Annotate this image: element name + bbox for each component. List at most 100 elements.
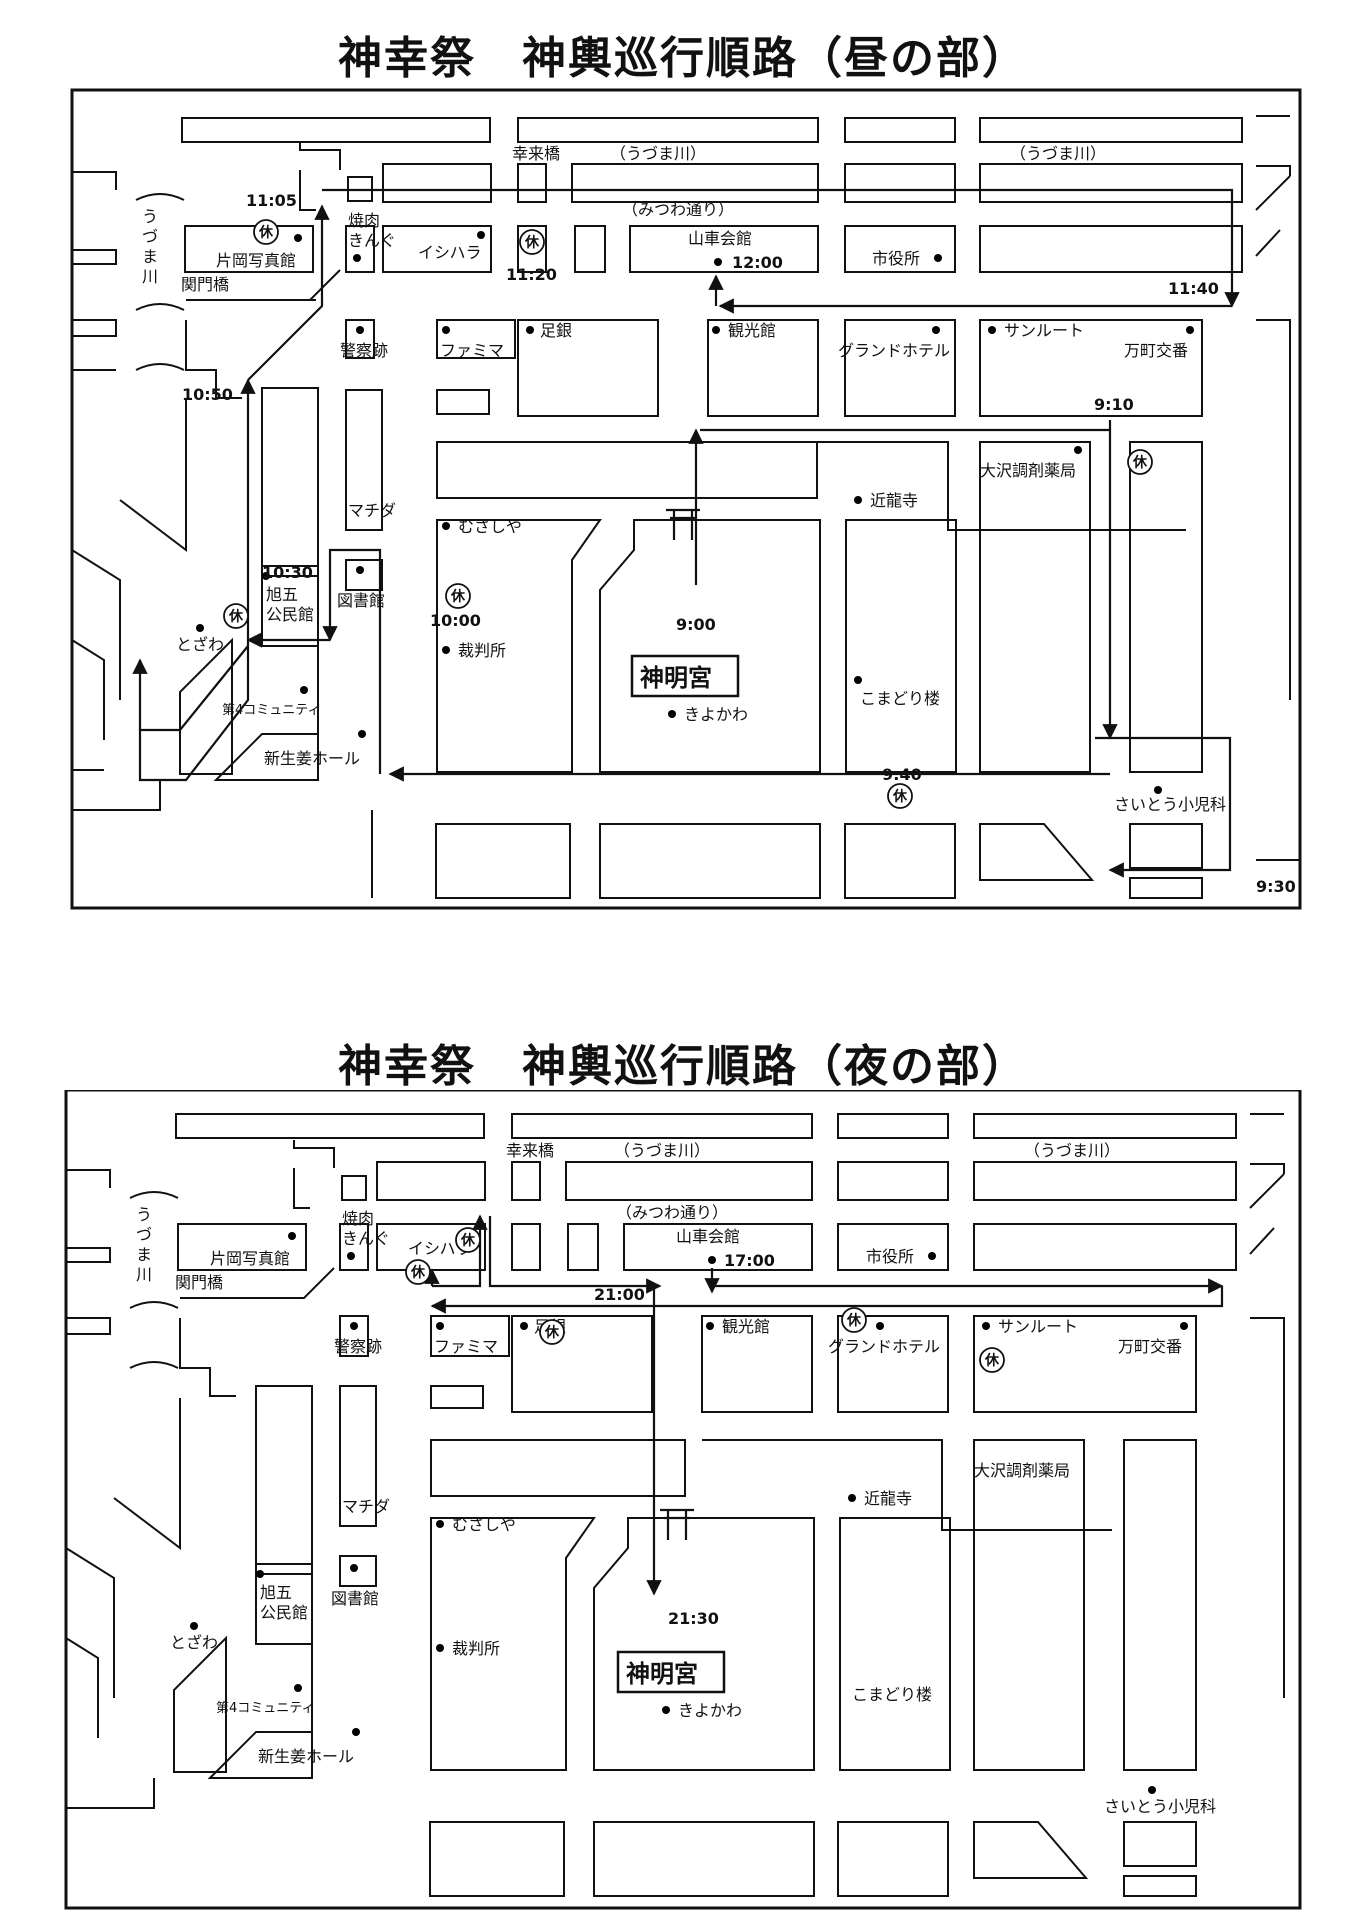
uzuma-vertical-3: ま — [136, 1245, 152, 1264]
uzuma-vertical-4: 川 — [136, 1265, 152, 1284]
uzuma-river-label-1: （うづま川） — [614, 1141, 710, 1160]
landmark-yakiniku-1: 焼肉 — [342, 1209, 374, 1228]
rest-mark-icon: 休 — [258, 224, 274, 241]
landmark-osawa: 大沢調剤薬局 — [974, 1461, 1070, 1480]
rest-mark-icon: 休 — [846, 1312, 862, 1329]
landmarks: 片岡写真館 焼肉 きんぐ イシハラ 山車会館 市役所 警察跡 ファミマ 足銀 観… — [176, 211, 1226, 814]
landmark-yakiniku-2: きんぐ — [348, 231, 396, 250]
time-0930: 9:30 — [1256, 877, 1296, 896]
map-frame — [70, 88, 1302, 910]
landmark-manmachi: 万町交番 — [1118, 1337, 1182, 1356]
rest-marks: 休 休 休 休 休 休 — [223, 219, 1153, 809]
time-1050: 10:50 — [182, 385, 233, 404]
landmark-keisatsu: 警察跡 — [334, 1337, 382, 1356]
landmark-shiyakusho: 市役所 — [872, 249, 920, 268]
landmark-famima: ファミマ — [434, 1337, 498, 1356]
landmark-kankokan: 観光館 — [722, 1317, 770, 1336]
landmark-komadori: こまどり楼 — [860, 689, 940, 708]
landmark-kiyokawa: きよかわ — [684, 705, 748, 724]
landmark-ashigin: 足銀 — [540, 321, 572, 340]
kanmon-bridge-label: 関門橋 — [181, 275, 229, 294]
landmark-grand-hotel: グランドホテル — [838, 341, 950, 360]
rest-mark-icon: 休 — [450, 588, 466, 605]
time-1030: 10:30 — [262, 563, 313, 582]
time-1000: 10:00 — [430, 611, 481, 630]
time-1120: 11:20 — [506, 265, 557, 284]
landmark-shinmeigu: 神明宮 — [626, 1660, 698, 1688]
landmark-kyokasa-1: 旭五 — [266, 585, 298, 604]
landmark-kataoka: 片岡写真館 — [210, 1249, 290, 1268]
landmark-ishihara: イシハラ — [418, 243, 482, 262]
street-labels: 幸来橋 （うづま川） （うづま川） （みつわ通り） 関門橋 う づ ま 川 — [142, 144, 1106, 294]
landmark-toshokan: 図書館 — [331, 1589, 379, 1608]
landmark-machida: マチダ — [342, 1497, 390, 1516]
torii-icon — [666, 508, 700, 540]
rest-mark-icon: 休 — [228, 608, 244, 625]
mitsuwa-street-label: （みつわ通り） — [616, 1203, 728, 1222]
uzuma-river-label-1: （うづま川） — [610, 144, 706, 163]
landmark-famima: ファミマ — [440, 341, 504, 360]
landmark-saibansho: 裁判所 — [458, 641, 506, 660]
night-route — [424, 1214, 1224, 1596]
time-1105: 11:05 — [246, 191, 297, 210]
landmark-kinryuji: 近龍寺 — [870, 491, 918, 510]
map-frame — [64, 1090, 1302, 1910]
landmark-kyokasa-2: 公民館 — [266, 605, 314, 624]
landmark-keisatsu: 警察跡 — [340, 341, 388, 360]
time-labels: 17:00 21:00 21:30 — [594, 1251, 775, 1628]
landmark-tozawa: とざわ — [170, 1633, 218, 1652]
time-0940: 9:40 — [882, 765, 922, 784]
city-blocks — [179, 117, 1243, 899]
time-2130: 21:30 — [668, 1609, 719, 1628]
landmark-saibansho: 裁判所 — [452, 1639, 500, 1658]
uzuma-vertical-1: う — [136, 1205, 152, 1224]
kourai-bridge-label: 幸来橋 — [512, 144, 560, 163]
uzuma-vertical-1: う — [142, 207, 158, 226]
time-0900: 9:00 — [676, 615, 716, 634]
night-route-map: 幸来橋 （うづま川） （うづま川） （みつわ通り） 関門橋 う づ ま 川 片岡… — [64, 1090, 1302, 1910]
landmark-machida: マチダ — [348, 501, 396, 520]
uzuma-vertical-2: づ — [142, 227, 158, 246]
landmark-shinseiga: 新生姜ホール — [264, 749, 360, 768]
rest-mark-icon: 休 — [984, 1352, 1000, 1369]
left-roads — [65, 1113, 1285, 1809]
landmark-grand-hotel: グランドホテル — [828, 1337, 940, 1356]
landmark-musashiya: むさしや — [458, 517, 522, 536]
time-1200: 12:00 — [732, 253, 783, 272]
landmark-yakiniku-2: きんぐ — [342, 1229, 390, 1248]
time-1140: 11:40 — [1168, 279, 1219, 298]
landmark-komadori: こまどり楼 — [852, 1685, 932, 1704]
landmark-shiyakusho: 市役所 — [866, 1247, 914, 1266]
time-0910: 9:10 — [1094, 395, 1134, 414]
torii-icon — [660, 1508, 694, 1540]
landmark-shinmeigu: 神明宮 — [640, 664, 712, 692]
landmark-osawa: 大沢調剤薬局 — [980, 461, 1076, 480]
landmark-kataoka: 片岡写真館 — [216, 251, 296, 270]
landmark-kyokasa-1: 旭五 — [260, 1583, 292, 1602]
city-blocks — [173, 1113, 1237, 1897]
landmark-kiyokawa: きよかわ — [678, 1701, 742, 1720]
uzuma-vertical-4: 川 — [142, 267, 158, 286]
uzuma-vertical-3: ま — [142, 247, 158, 266]
rest-mark-icon: 休 — [1132, 454, 1148, 471]
landmark-tozawa: とざわ — [176, 635, 224, 654]
uzuma-river-label-2: （うづま川） — [1010, 144, 1106, 163]
landmark-sunroute: サンルート — [998, 1317, 1078, 1336]
street-labels: 幸来橋 （うづま川） （うづま川） （みつわ通り） 関門橋 う づ ま 川 — [136, 1141, 1120, 1292]
landmark-ishihara: イシハラ — [408, 1239, 472, 1258]
rest-marks: 休 休 休 休 休 — [405, 1227, 1005, 1373]
landmark-saito: さいとう小児科 — [1114, 795, 1226, 814]
landmark-toshokan: 図書館 — [337, 591, 385, 610]
landmark-kinryuji: 近龍寺 — [864, 1489, 912, 1508]
landmark-yamaguruma: 山車会館 — [676, 1227, 740, 1246]
landmark-dai4: 第4コミュニティ — [216, 1701, 315, 1716]
kanmon-bridge-label: 関門橋 — [175, 1273, 223, 1292]
rest-mark-icon: 休 — [410, 1264, 426, 1281]
day-route — [132, 188, 1240, 878]
rest-mark-icon: 休 — [460, 1232, 476, 1249]
mitsuwa-street-label: （みつわ通り） — [622, 200, 734, 219]
landmark-yakiniku-1: 焼肉 — [348, 211, 380, 230]
uzuma-river-label-2: （うづま川） — [1024, 1141, 1120, 1160]
rest-mark-icon: 休 — [544, 1324, 560, 1341]
landmark-kankokan: 観光館 — [728, 321, 776, 340]
